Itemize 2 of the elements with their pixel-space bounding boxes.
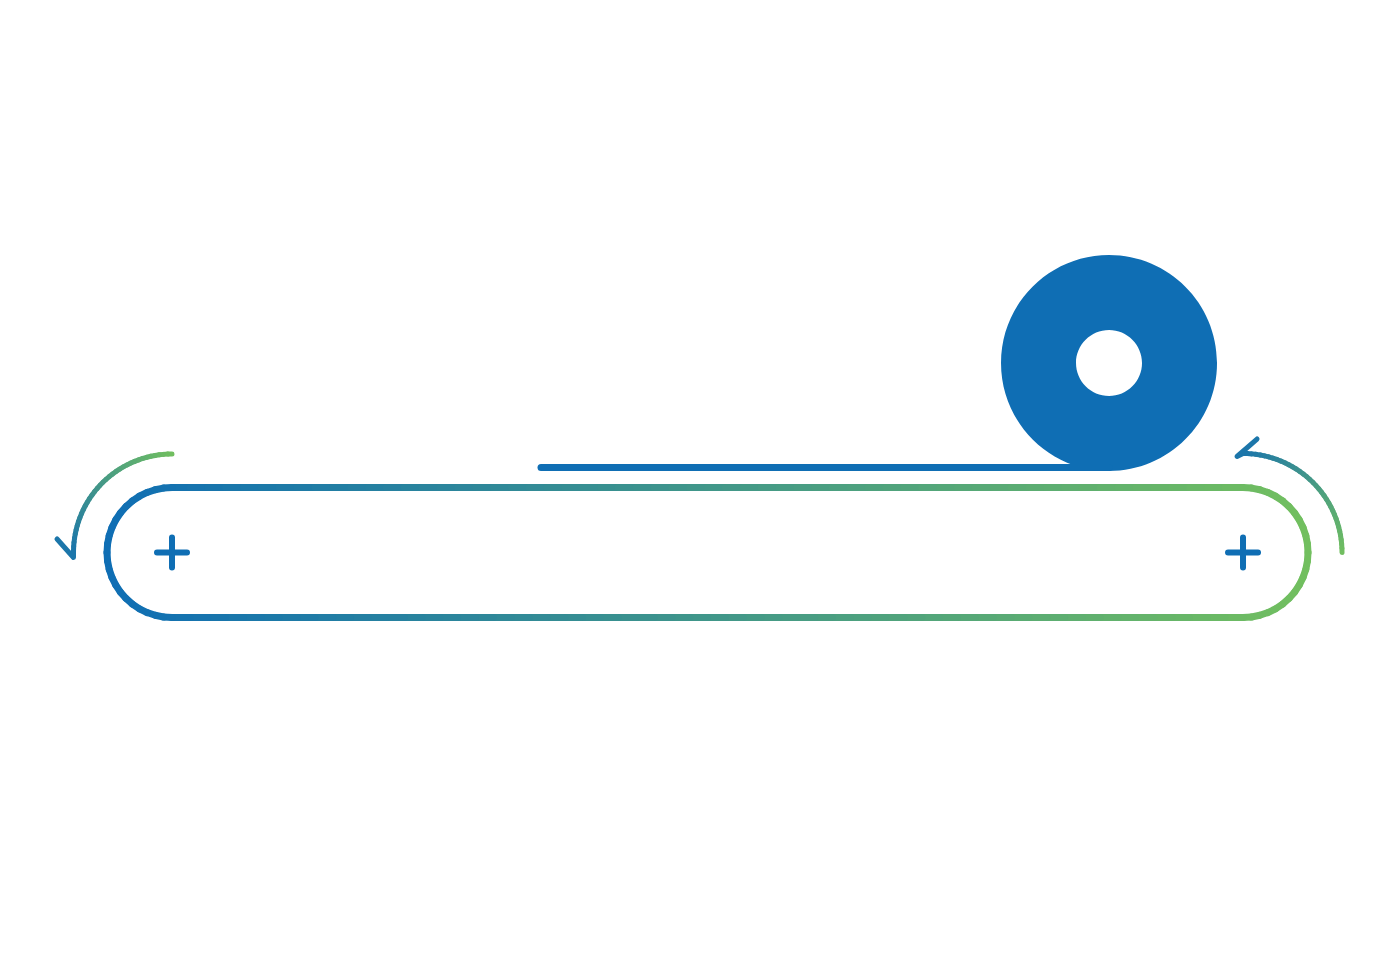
roll xyxy=(1001,255,1217,471)
conveyor-belt xyxy=(103,484,1312,621)
